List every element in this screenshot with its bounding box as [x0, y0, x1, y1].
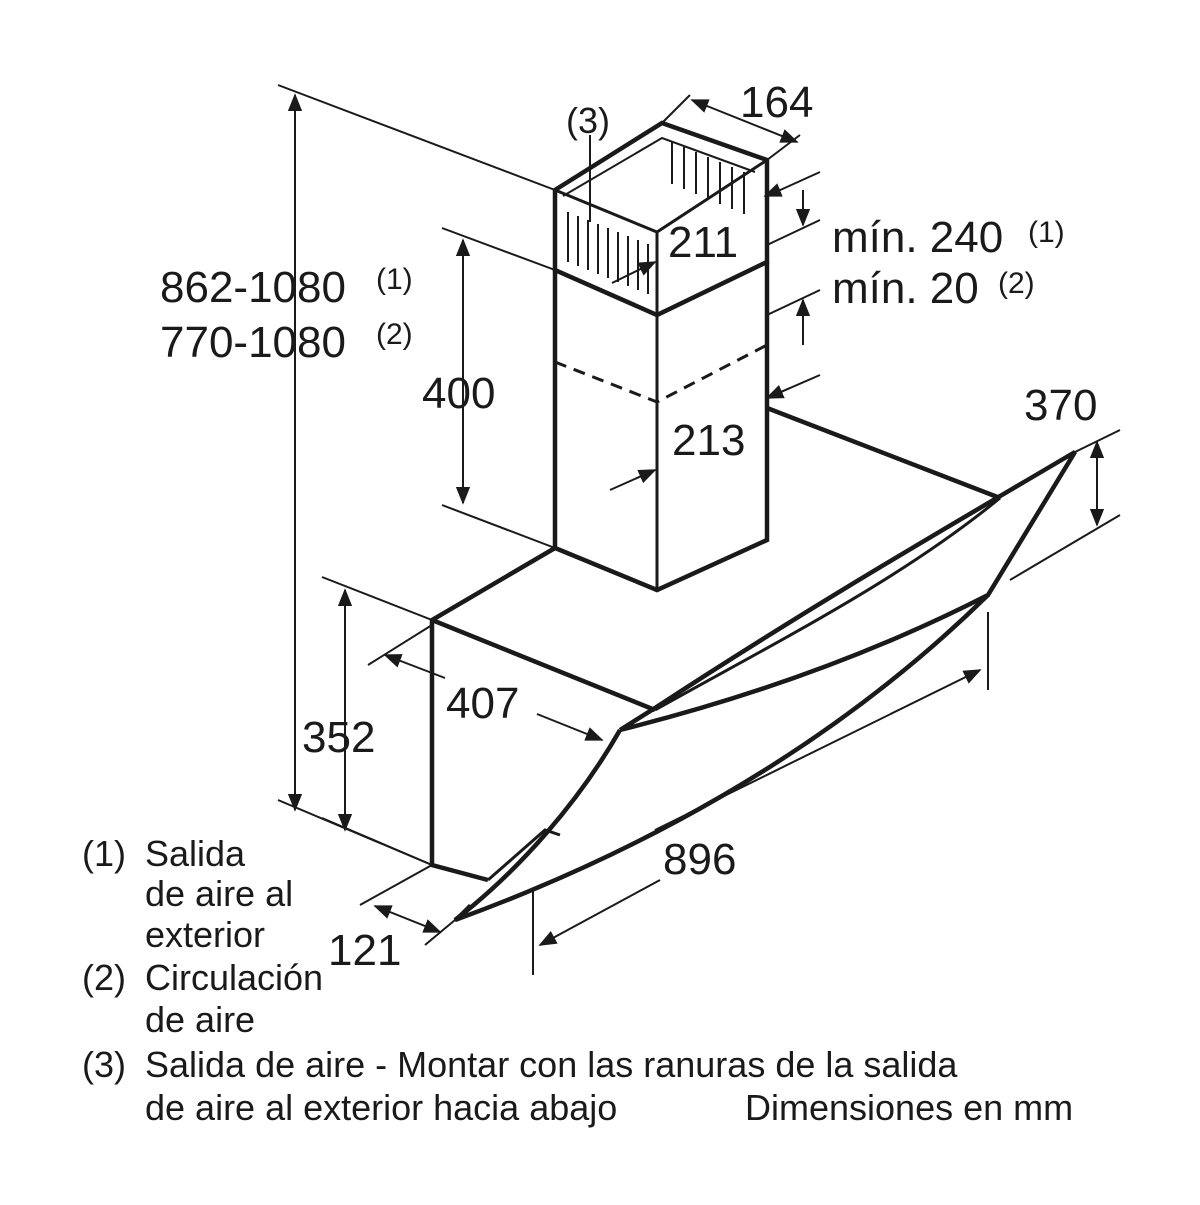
label-400: 400	[422, 369, 495, 418]
label-min-20-note: (2)	[998, 267, 1035, 300]
label-352: 352	[302, 713, 375, 762]
legend-1-line-1: Salida	[145, 833, 246, 874]
legend-2-number: (2)	[82, 957, 126, 998]
dim-chimney-depth-bottom	[609, 469, 657, 491]
dim-width	[532, 612, 989, 975]
vent-slots-back	[671, 142, 745, 214]
label-164: 164	[740, 78, 813, 127]
legend-1-line-2: de aire al	[145, 873, 293, 914]
label-total-height-1: 862-1080	[160, 263, 346, 312]
legend-3-line-2: de aire al exterior hacia abajo	[145, 1087, 617, 1128]
label-min-240: mín. 240	[832, 213, 1003, 262]
label-total-height-2-note: (2)	[376, 318, 413, 351]
label-407: 407	[446, 679, 519, 728]
dim-glass-height	[1009, 429, 1121, 581]
units-note: Dimensiones en mm	[745, 1087, 1073, 1128]
label-896: 896	[663, 835, 736, 884]
label-total-height-2: 770-1080	[160, 318, 346, 367]
chimney-lower	[552, 260, 770, 593]
dim-chimney-width	[661, 94, 801, 161]
legend-3-line-1: Salida de aire - Montar con las ranuras …	[145, 1044, 958, 1085]
label-121: 121	[328, 926, 401, 975]
dim-chimney-height	[441, 227, 556, 549]
legend-3-number: (3)	[82, 1044, 126, 1085]
legend-2-line-2: de aire	[145, 999, 255, 1040]
dim-chimney-depth-top	[611, 261, 657, 284]
label-min-240-note: (1)	[1028, 216, 1065, 249]
label-footnote-3: (3)	[566, 100, 610, 141]
dim-glass-offset	[359, 864, 456, 946]
legend: (1) Salida de aire al exterior (2) Circu…	[82, 833, 1073, 1128]
label-total-height-1-note: (1)	[376, 263, 413, 296]
dim-hood-height	[321, 576, 433, 866]
label-min-20: mín. 20	[832, 264, 979, 313]
label-213: 213	[672, 416, 745, 465]
dim-hood-depth	[367, 624, 604, 741]
hood-body	[429, 405, 1001, 883]
label-211: 211	[668, 218, 738, 267]
label-370: 370	[1024, 381, 1097, 430]
legend-1-number: (1)	[82, 833, 126, 874]
glass-panel	[453, 450, 1077, 923]
legend-1-line-3: exterior	[145, 914, 265, 955]
legend-2-line-1: Circulación	[145, 957, 323, 998]
dim-min-clearance	[763, 171, 821, 399]
